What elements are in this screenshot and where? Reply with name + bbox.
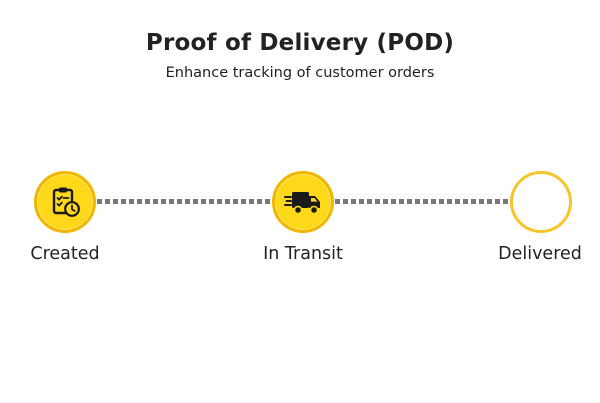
connector-created-to-transit [97, 199, 272, 204]
clipboard-clock-icon [52, 187, 80, 217]
page-title: Proof of Delivery (POD) [145, 30, 455, 56]
step-created-label: Created [30, 244, 100, 264]
step-created-node [34, 171, 96, 233]
delivery-truck-icon [284, 192, 320, 215]
page-subtitle: Enhance tracking of customer orders [165, 65, 435, 81]
connector-transit-to-delivered [335, 199, 511, 204]
step-delivered-node [510, 171, 572, 233]
step-in-transit-label: In Transit [263, 244, 343, 264]
step-delivered-label: Delivered [498, 244, 582, 264]
step-in-transit-node [272, 171, 334, 233]
